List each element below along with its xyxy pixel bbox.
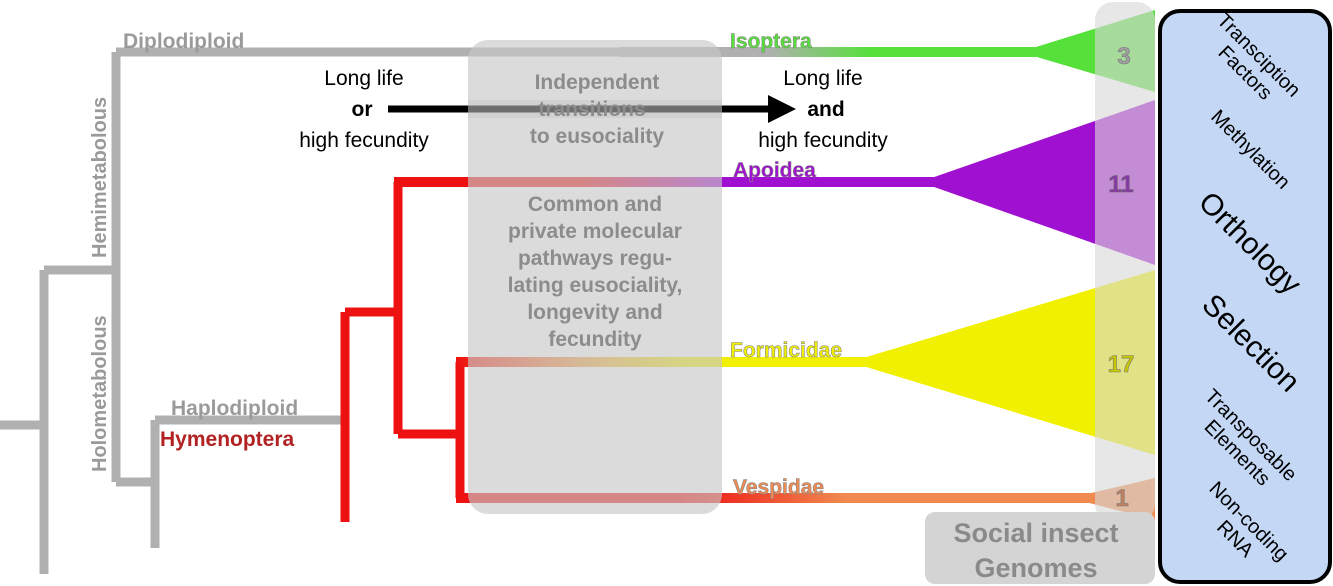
- topics-panel: [1158, 9, 1332, 584]
- red-branches: [340, 182, 465, 522]
- vespidae-label: Vespidae: [733, 476, 824, 499]
- overlay-body-line: fecundity: [548, 328, 642, 351]
- after-line-1: Long life: [783, 67, 862, 90]
- transition-arrow-head: [768, 95, 796, 123]
- apoidea-label: Apoidea: [733, 159, 816, 182]
- overlay-body-line: private molecular: [508, 220, 682, 243]
- vespidae-branch: [456, 493, 1106, 503]
- formicidae-label: Formicidae: [730, 339, 842, 362]
- overlay-heading-1: Independent: [535, 71, 660, 94]
- genome-column: [1095, 2, 1155, 522]
- arrow-overlay-mask: [468, 100, 722, 118]
- haplodiploid-label: Haplodiploid: [171, 397, 298, 420]
- apoidea-count: 11: [1108, 171, 1133, 198]
- formicidae-wedge: [850, 270, 1155, 455]
- before-line-1: Long life: [324, 67, 403, 90]
- before-line-2: or: [352, 98, 373, 121]
- transition-overlay: [468, 40, 722, 514]
- isoptera-branch: [620, 47, 1040, 57]
- holometabolous-label: Holometabolous: [89, 315, 111, 472]
- overlay-body-line: longevity and: [527, 301, 662, 324]
- before-line-3: high fecundity: [299, 129, 429, 152]
- isoptera-label: Isoptera: [730, 30, 812, 53]
- vespidae-count: 1: [1115, 485, 1128, 512]
- isoptera-count: 3: [1117, 43, 1130, 70]
- overlay-body-line: pathways regu-: [518, 247, 672, 270]
- diplodiploid-label: Diplodiploid: [123, 30, 244, 53]
- after-line-2: and: [807, 98, 844, 121]
- overlay-heading-3: to eusociality: [530, 125, 665, 148]
- hymenoptera-label: Hymenoptera: [160, 428, 295, 451]
- genomes-label-1: Social insect: [953, 518, 1118, 548]
- hemimetabolous-label: Hemimetabolous: [89, 97, 111, 258]
- formicidae-count: 17: [1108, 351, 1135, 378]
- overlay-heading-2: transitions: [538, 98, 645, 121]
- genomes-label-2: Genomes: [974, 553, 1097, 583]
- after-line-3: high fecundity: [758, 129, 888, 152]
- overlay-body: Common and private molecular pathways regu…: [508, 193, 683, 351]
- genomes-box: [925, 512, 1155, 584]
- overlay-body-line: lating eusociality,: [508, 274, 683, 297]
- overlay-body-line: Common and: [528, 193, 662, 216]
